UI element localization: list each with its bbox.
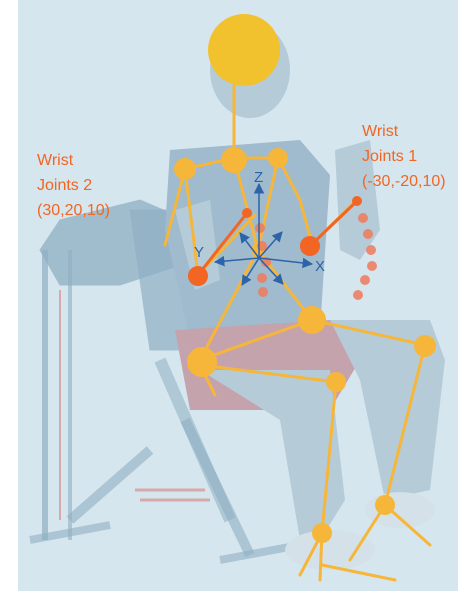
x-axis-label: X <box>315 258 325 275</box>
wrist-joints-1-label: Wrist Joints 1 (-30,-20,10) <box>362 119 446 194</box>
wrist-joints-2-label: Wrist Joints 2 (30,20,10) <box>37 148 110 223</box>
z-axis-label: Z <box>254 169 263 186</box>
elbow-marker-right <box>352 196 362 206</box>
elbow-marker-left <box>242 208 252 218</box>
wrist-joint-1 <box>300 236 320 256</box>
head-joint <box>208 14 280 86</box>
y-axis-label: Y <box>194 244 204 261</box>
wrist-joint-2 <box>188 266 208 286</box>
